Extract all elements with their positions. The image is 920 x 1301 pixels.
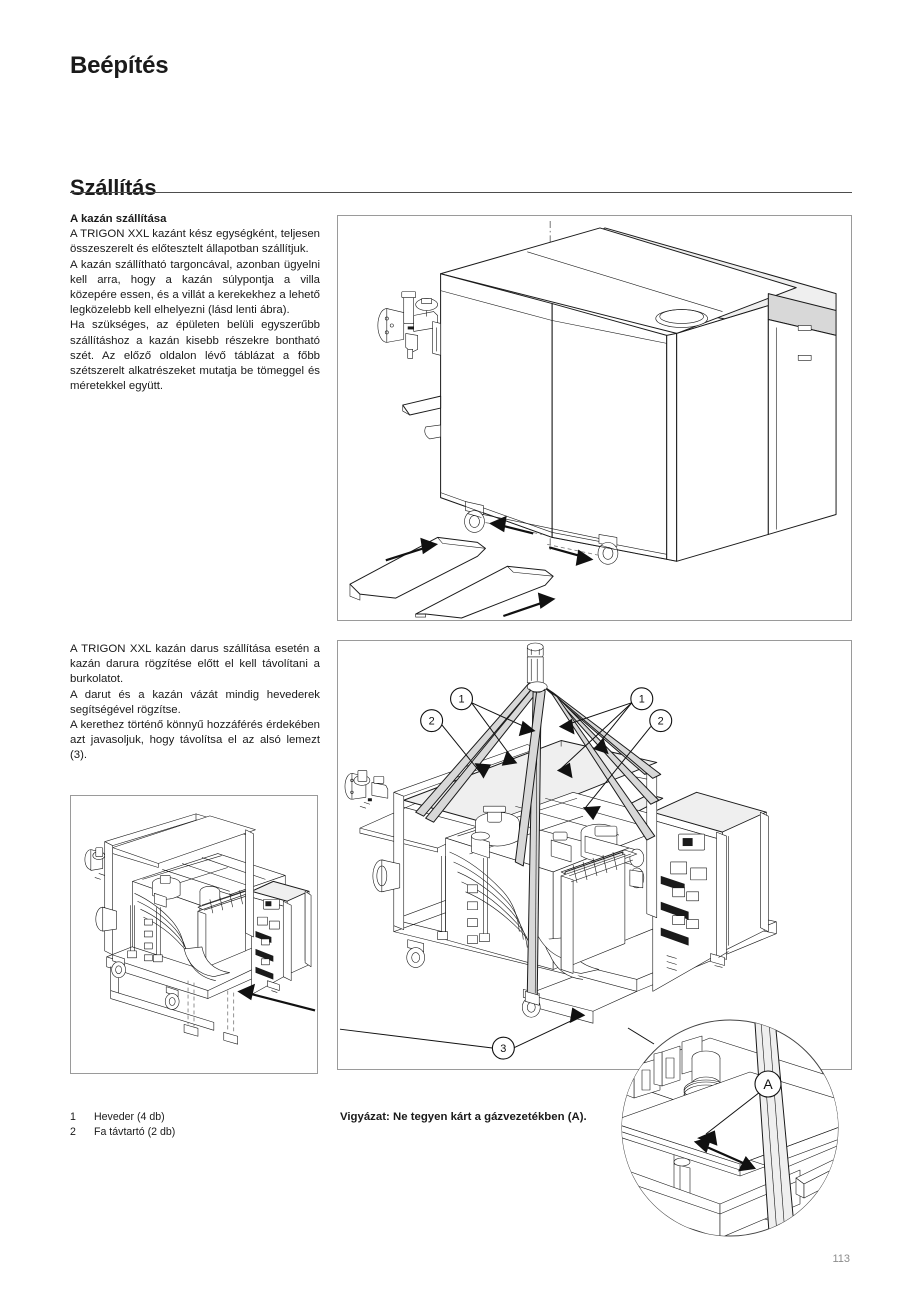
- intro-paragraph-2: A kazán szállítható targoncával, azonban…: [70, 258, 320, 317]
- legend-label: Heveder (4 db): [94, 1111, 165, 1123]
- svg-text:2: 2: [429, 716, 435, 728]
- crane-paragraph-1: A TRIGON XXL kazán darus szállítása eset…: [70, 643, 320, 686]
- intro-text-block: A kazán szállítása A TRIGON XXL kazánt k…: [70, 212, 320, 394]
- intro-lead: A kazán szállítása: [70, 213, 167, 225]
- svg-text:3: 3: [500, 1043, 506, 1055]
- figure-crane-transport: 1 1 2 2 3: [337, 640, 852, 1070]
- intro-paragraph-3: Ha szükséges, az épületen belüli egyszer…: [70, 319, 320, 393]
- crane-paragraph-2: A darut és a kazán vázát mindig hevedere…: [70, 688, 320, 716]
- svg-text:1: 1: [639, 694, 645, 706]
- section-title: Szállítás: [70, 175, 157, 201]
- legend-item: 1 Heveder (4 db): [70, 1110, 320, 1125]
- caution-note: Vigyázat: Ne tegyen kárt a gázvezetékben…: [340, 1111, 587, 1123]
- svg-text:A: A: [763, 1076, 773, 1092]
- crane-callout-group: 1 1 2 2 3: [420, 687, 673, 1060]
- legend-number: 1: [70, 1111, 76, 1123]
- section-divider: [70, 192, 852, 193]
- legend-number: 2: [70, 1125, 76, 1138]
- crane-paragraph-3: A kerethez történő könnyű hozzáférés érd…: [70, 719, 320, 762]
- legend-label: Fa távtartó (2 db): [94, 1125, 176, 1138]
- figure-legend: 1 Heveder (4 db) 2 Fa távtartó (2 db): [70, 1110, 320, 1139]
- svg-text:1: 1: [458, 694, 464, 706]
- figure-gas-pipe-detail: A: [620, 1018, 860, 1240]
- svg-text:2: 2: [658, 716, 664, 728]
- page-number: 113: [832, 1253, 850, 1265]
- crane-text-block: A TRIGON XXL kazán darus szállítása eset…: [70, 642, 320, 764]
- figure-forklift-transport: [337, 215, 852, 621]
- legend-item: 2 Fa távtartó (2 db): [70, 1125, 320, 1140]
- chapter-title: Beépítés: [70, 52, 169, 80]
- figure-boiler-frame: [70, 795, 318, 1074]
- intro-paragraph-1: A TRIGON XXL kazánt kész egységként, tel…: [70, 228, 320, 256]
